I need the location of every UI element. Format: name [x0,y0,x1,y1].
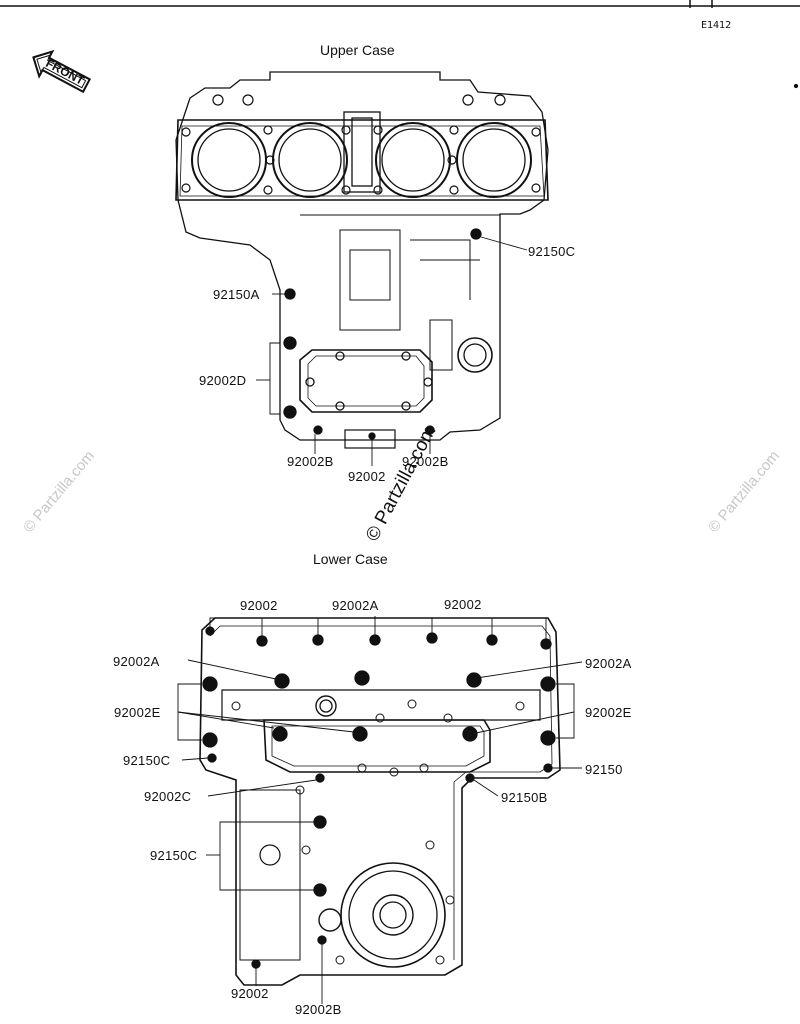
upper-case-drawing [175,71,549,466]
front-arrow-icon [32,49,92,94]
part-label-92150C: 92150C [528,244,576,259]
part-label-92002C: 92002C [144,789,192,804]
upper-case-title: Upper Case [320,42,395,58]
part-label-92002: 92002 [348,469,386,484]
part-label-bottom-92002: 92002 [231,986,269,1001]
part-label-92002E-right: 92002E [585,705,632,720]
lower-case-title: Lower Case [313,551,388,567]
figure-code: E1412 [701,20,732,31]
part-label-92150B: 92150B [501,790,548,805]
part-label-92150C-mid: 92150C [150,848,198,863]
part-label-top-92002-left: 92002 [240,598,278,613]
part-label-92002B-2: 92002B [402,454,449,469]
part-label-top-92002A: 92002A [332,598,379,613]
part-label-92002E-left: 92002E [114,705,161,720]
lower-case-drawing [177,616,583,1004]
part-label-92150C-left: 92150C [123,753,171,768]
part-label-92150A: 92150A [213,287,260,302]
part-label-bottom-92002B: 92002B [295,1002,342,1017]
part-label-92002A-right: 92002A [585,656,632,671]
part-label-92150-right: 92150 [585,762,623,777]
part-label-top-92002-right: 92002 [444,597,482,612]
part-label-92002A-left: 92002A [113,654,160,669]
part-label-92002D: 92002D [199,373,247,388]
part-label-92002B: 92002B [287,454,334,469]
